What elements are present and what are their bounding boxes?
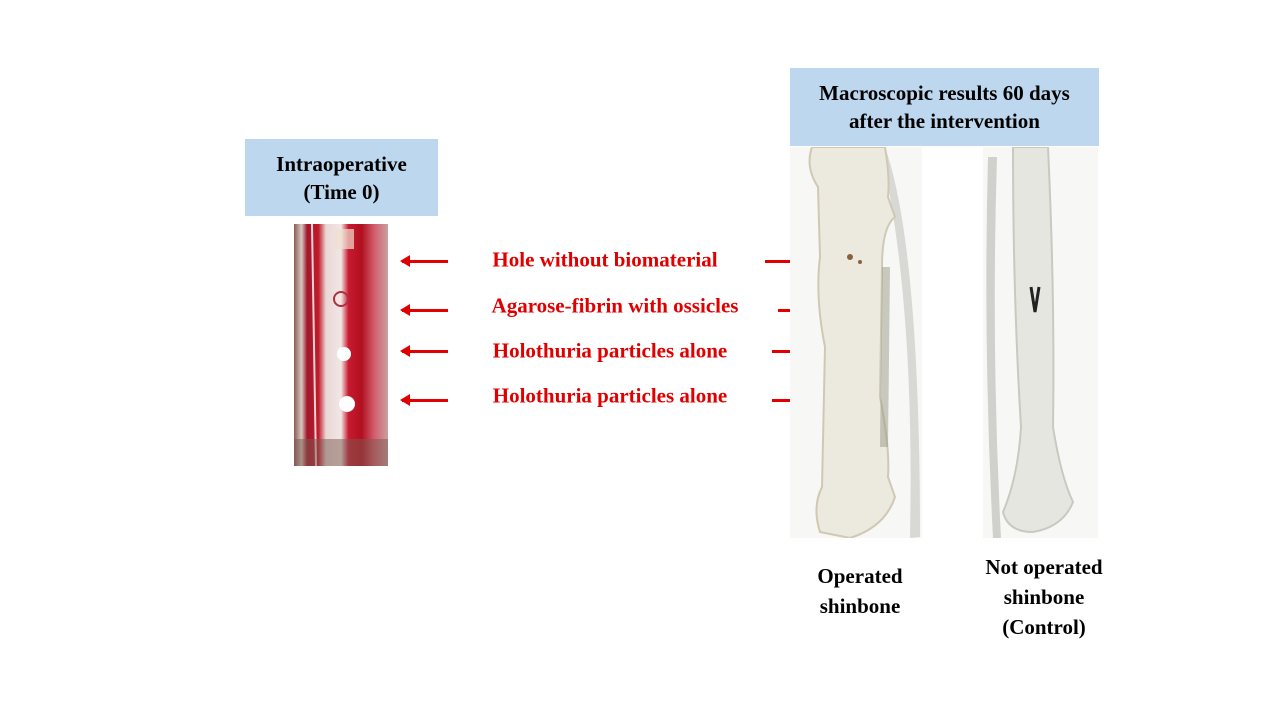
control-bone-shape <box>986 147 1075 538</box>
label-agarose-fibrin: Agarose-fibrin with ossicles <box>491 293 739 318</box>
label-hole-without-biomaterial: Hole without biomaterial <box>492 247 718 272</box>
intraoperative-header: Intraoperative (Time 0) <box>245 139 438 216</box>
intraoperative-photo-detail <box>294 224 388 466</box>
arrow-left-3 <box>400 345 448 357</box>
arrow-left-2 <box>400 304 448 316</box>
label-holothuria-2: Holothuria particles alone <box>492 383 728 408</box>
operated-shinbone-caption: Operated shinbone <box>817 561 902 621</box>
operated-caption-line1: Operated <box>817 564 903 588</box>
operated-caption-line2: shinbone <box>819 594 901 618</box>
arrow-left-1 <box>400 255 448 267</box>
control-caption-line3: (Control) <box>1002 615 1086 639</box>
operated-bone-shape <box>808 147 920 538</box>
control-caption-line2: shinbone <box>1003 585 1085 609</box>
label-holothuria-1: Holothuria particles alone <box>492 338 728 363</box>
control-caption-line1: Not operated <box>985 555 1103 579</box>
macroscopic-title-line1: Macroscopic results 60 days <box>819 81 1070 105</box>
control-shinbone-photo <box>983 147 1098 538</box>
operated-shinbone-photo <box>790 147 922 538</box>
intraoperative-title-line1: Intraoperative <box>276 151 407 176</box>
control-shinbone-caption: Not operated shinbone (Control) <box>985 552 1102 642</box>
macroscopic-header: Macroscopic results 60 days after the in… <box>790 68 1099 146</box>
intraoperative-photo <box>294 224 388 466</box>
macroscopic-title-line2: after the intervention <box>849 109 1040 133</box>
arrow-left-4 <box>400 394 448 406</box>
intraoperative-title-line2: (Time 0) <box>303 179 380 204</box>
